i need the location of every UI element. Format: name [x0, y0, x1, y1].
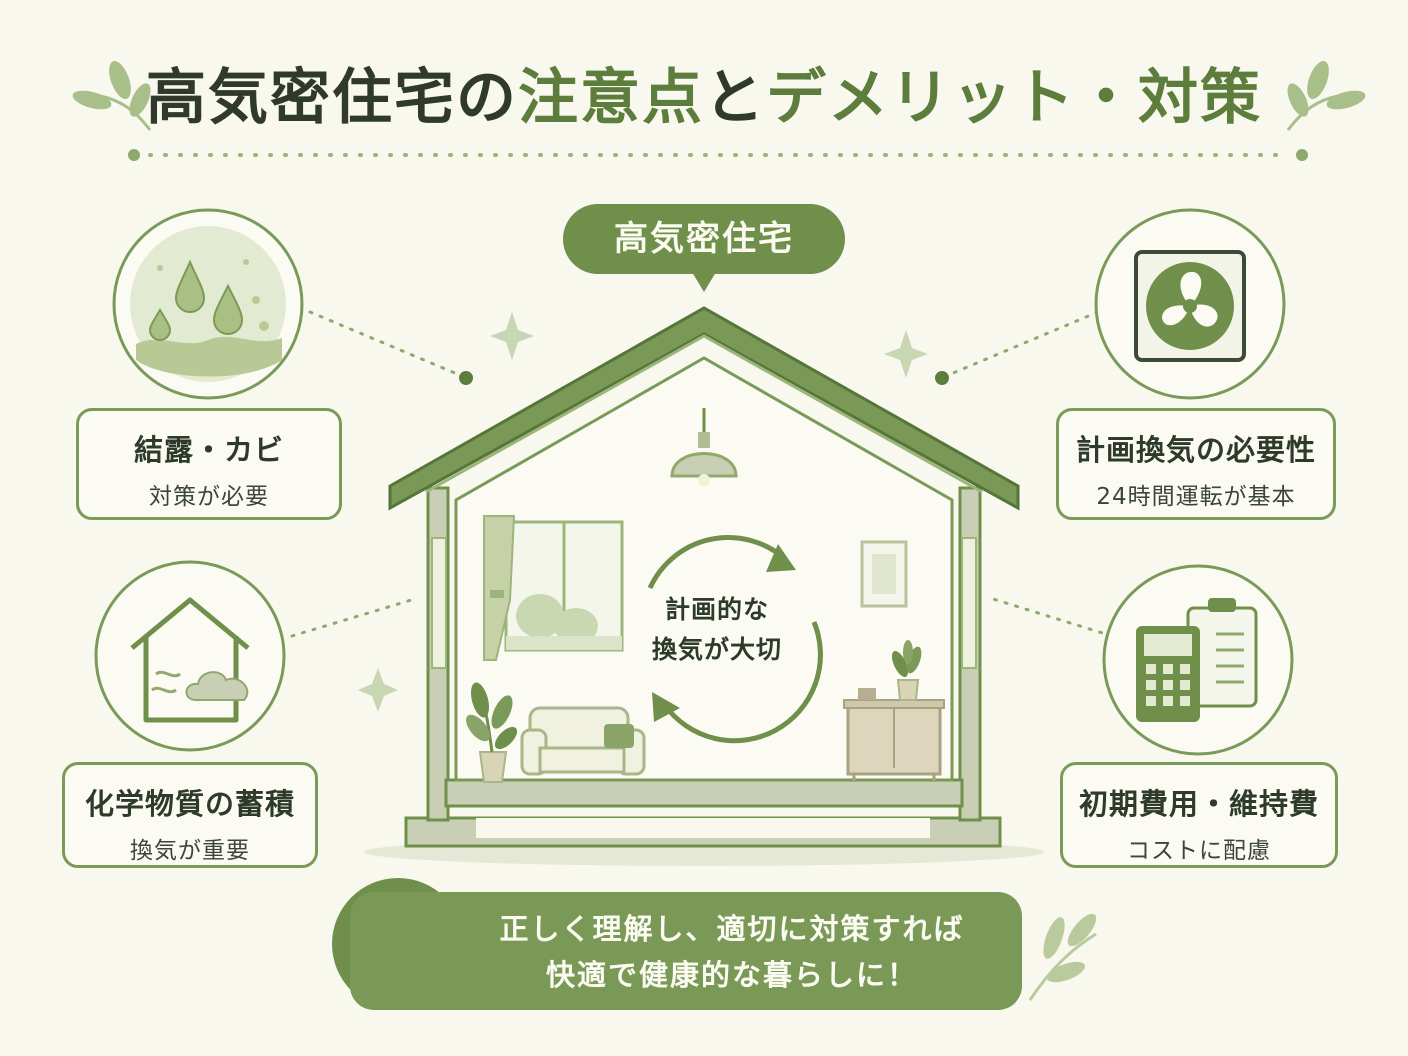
leaf-right-icon	[1286, 60, 1366, 131]
title-part-3: と	[704, 63, 766, 133]
center-note-line-1: 計画的な	[664, 595, 769, 624]
calculator-clipboard-icon	[1102, 564, 1294, 756]
summary-banner	[350, 892, 1022, 1010]
summary-line-2: 快適で健康的な暮らしに！	[545, 958, 918, 992]
house-cross-section	[364, 306, 1044, 866]
card-chemicals-sub: 換気が重要	[130, 838, 250, 864]
water-droplets-mold-icon	[112, 208, 304, 400]
house-label: 高気密住宅	[563, 204, 845, 274]
connector-dot	[459, 371, 473, 385]
summary-line-1: 正しく理解し、適切に対策すれば	[499, 912, 965, 946]
card-ventilation-sub: 24時間運転が基本	[1096, 484, 1296, 510]
title-part-1: 高気密住宅の	[146, 63, 518, 133]
ventilation-fan-icon	[1094, 208, 1286, 400]
label-pointer	[692, 272, 716, 292]
title-part-4: デメリット・対策	[766, 63, 1262, 133]
leaf-bottom-icon	[1028, 913, 1097, 1001]
center-note: 計画的な 換気が大切	[632, 590, 802, 670]
card-condensation-heading: 結露・カビ	[133, 433, 284, 467]
connector-dot	[935, 371, 949, 385]
card-cost-heading: 初期費用・維持費	[1078, 787, 1319, 821]
card-condensation-sub: 対策が必要	[149, 484, 269, 510]
leaf-left-icon	[72, 60, 152, 131]
connector-lines	[290, 310, 1114, 638]
sparkle-icon	[358, 312, 928, 712]
card-condensation: 結露・カビ 対策が必要	[76, 408, 342, 520]
card-chemicals: 化学物質の蓄積 換気が重要	[62, 762, 318, 868]
title-part-2: 注意点	[518, 63, 704, 133]
card-chemicals-heading: 化学物質の蓄積	[84, 787, 295, 821]
summary-banner-text: 正しく理解し、適切に対策すれば 快適で健康的な暮らしに！	[452, 906, 1012, 998]
house-chemical-cloud-icon	[94, 560, 286, 752]
card-cost: 初期費用・維持費 コストに配慮	[1060, 762, 1338, 868]
card-ventilation-heading: 計画換気の必要性	[1075, 433, 1316, 467]
card-ventilation: 計画換気の必要性 24時間運転が基本	[1056, 408, 1336, 520]
card-cost-sub: コストに配慮	[1127, 838, 1271, 864]
page-title: 高気密住宅の注意点とデメリット・対策	[0, 58, 1408, 138]
title-divider	[128, 149, 1308, 161]
center-note-line-2: 換気が大切	[651, 635, 782, 664]
